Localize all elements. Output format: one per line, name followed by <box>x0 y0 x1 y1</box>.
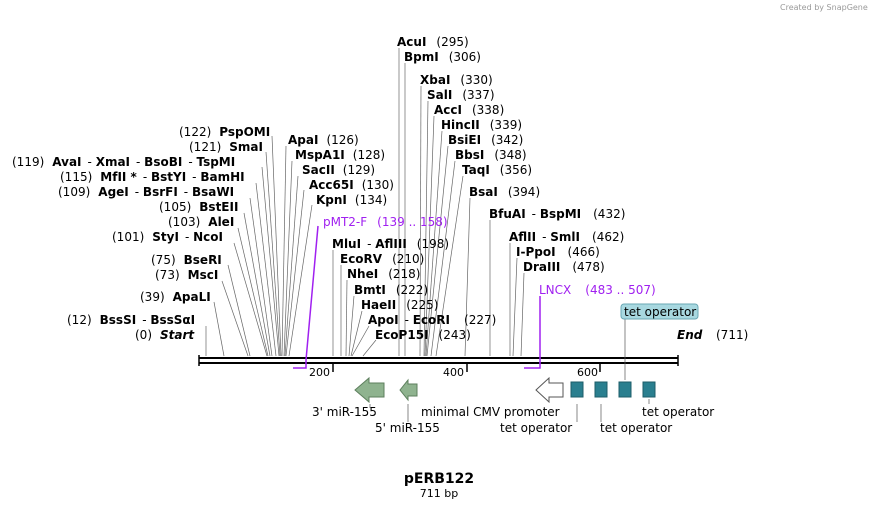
site-acci[interactable]: AccI(338) <box>434 103 504 117</box>
svg-text:3' miR-155: 3' miR-155 <box>312 405 377 419</box>
site-avai-group[interactable]: (119)AvaI- XmaI- BsoBI- TspMI <box>12 155 235 169</box>
svg-text:End: End <box>677 328 703 342</box>
restriction-sites-left: (122)PspOMI (121)SmaI (119)AvaI- XmaI- B… <box>12 125 270 327</box>
start-marker[interactable]: (0) Start <box>135 328 195 342</box>
mir155-3-feature[interactable]: 3' miR-155 <box>312 376 385 419</box>
ruler-tick-400: 400 <box>443 366 464 379</box>
tet-operator-box-2[interactable] <box>594 381 608 398</box>
site-apali[interactable]: (39)ApaLI <box>140 290 211 304</box>
site-kpni[interactable]: KpnI(134) <box>316 193 387 207</box>
site-haeii[interactable]: HaeII(225) <box>361 298 439 312</box>
svg-text:(0): (0) <box>135 328 152 342</box>
site-draiii[interactable]: DraIII(478) <box>523 260 605 274</box>
site-bmti[interactable]: BmtI(222) <box>354 283 428 297</box>
site-bpmi[interactable]: BpmI(306) <box>404 50 481 64</box>
svg-text:pMT2-F(139 .. 158): pMT2-F(139 .. 158) <box>323 215 448 229</box>
site-ecorv[interactable]: EcoRV(210) <box>340 252 424 266</box>
tet-operator-label-1: tet operator <box>642 405 714 419</box>
site-leader-lines <box>205 48 525 357</box>
site-acui[interactable]: AcuI(295) <box>397 35 469 49</box>
site-smai[interactable]: (121)SmaI <box>189 140 263 154</box>
site-mspa1i[interactable]: MspA1I(128) <box>295 148 385 162</box>
ruler-tick-600: 600 <box>577 366 598 379</box>
restriction-sites-top: AcuI(295) BpmI(306) XbaI(330) SalI(337) … <box>397 35 540 199</box>
site-acc65i[interactable]: Acc65I(130) <box>309 178 394 192</box>
svg-text:Start: Start <box>160 328 195 342</box>
tet-operator-highlight[interactable] <box>620 303 699 320</box>
svg-text:LNCX(483 .. 507): LNCX(483 .. 507) <box>539 283 656 297</box>
ruler-tick-200: 200 <box>309 366 330 379</box>
site-bfuai-group[interactable]: BfuAI- BspMI(432) <box>489 207 625 221</box>
svg-text:minimal CMV promoter: minimal CMV promoter <box>421 405 560 419</box>
sequence-backbone <box>198 355 679 366</box>
site-bsteii[interactable]: (105)BstEII <box>159 200 238 214</box>
site-bseri[interactable]: (75)BseRI <box>151 253 222 267</box>
cmv-promoter-feature[interactable]: minimal CMV promoter <box>421 376 564 419</box>
site-taqi[interactable]: TaqI(356) <box>462 163 532 177</box>
site-sacii[interactable]: SacII(129) <box>302 163 375 177</box>
tet-operator-label-2: tet operator <box>500 421 572 435</box>
site-apai[interactable]: ApaI(126) <box>288 133 359 147</box>
site-pspomi[interactable]: (122)PspOMI <box>179 125 270 139</box>
primer-pmt2-f[interactable]: pMT2-F(139 .. 158) <box>293 215 448 369</box>
primer-lncx[interactable]: LNCX(483 .. 507) <box>524 283 656 369</box>
site-bsssi-group[interactable]: (12)BssSI- BssSαI <box>67 313 195 327</box>
tet-operator-box-1[interactable] <box>570 381 584 398</box>
site-nhei[interactable]: NheI(218) <box>347 267 420 281</box>
snapgene-branding: Created by SnapGene <box>780 3 868 12</box>
site-i-ppoi[interactable]: I-PpoI(466) <box>516 245 600 259</box>
site-msci[interactable]: (73)MscI <box>155 268 218 282</box>
tet-operators: tet operator tet operator tet operator t… <box>500 303 714 435</box>
tet-operator-box-4[interactable] <box>642 381 656 398</box>
site-bbsi[interactable]: BbsI(348) <box>455 148 527 162</box>
site-hincii[interactable]: HincII(339) <box>441 118 522 132</box>
tet-operator-box-3[interactable] <box>618 381 632 398</box>
tet-operator-label-3: tet operator <box>600 421 672 435</box>
site-mlui-group[interactable]: MluI- AflIII(198) <box>332 237 449 251</box>
site-agei-group[interactable]: (109)AgeI- BsrFI- BsaWI <box>58 185 234 199</box>
site-mfii-group[interactable]: (115)MfII *- BstYI- BamHI <box>60 170 245 184</box>
site-bsiei[interactable]: BsiEI(342) <box>448 133 523 147</box>
ruler: 200 400 600 <box>309 364 601 379</box>
site-apoi-group[interactable]: ApoI- EcoRI(227) <box>368 313 496 327</box>
svg-text:tet operator: tet operator <box>624 305 696 319</box>
end-marker[interactable]: End (711) <box>677 328 748 342</box>
restriction-sites-mid: ApaI(126) MspA1I(128) SacII(129) Acc65I(… <box>288 133 394 207</box>
site-styi-group[interactable]: (101)StyI- NcoI <box>112 230 223 244</box>
svg-text:5' miR-155: 5' miR-155 <box>375 421 440 435</box>
site-sali[interactable]: SalI(337) <box>427 88 495 102</box>
plasmid-name: pERB122 <box>404 471 474 487</box>
plasmid-length: 711 bp <box>420 487 458 500</box>
site-xbai[interactable]: XbaI(330) <box>420 73 493 87</box>
site-ecop15i[interactable]: EcoP15I(243) <box>375 328 471 342</box>
restriction-sites-right: BfuAI- BspMI(432) AflII- SmlI(462) I-Ppo… <box>489 207 625 274</box>
site-bsai[interactable]: BsaI(394) <box>469 185 540 199</box>
restriction-sites-center: MluI- AflIII(198) EcoRV(210) NheI(218) B… <box>332 237 496 342</box>
site-aflii-group[interactable]: AflII- SmlI(462) <box>509 230 624 244</box>
svg-text:(711): (711) <box>716 328 748 342</box>
mir155-5-feature[interactable]: 5' miR-155 <box>375 378 440 435</box>
site-alei[interactable]: (103)AleI <box>168 215 234 229</box>
